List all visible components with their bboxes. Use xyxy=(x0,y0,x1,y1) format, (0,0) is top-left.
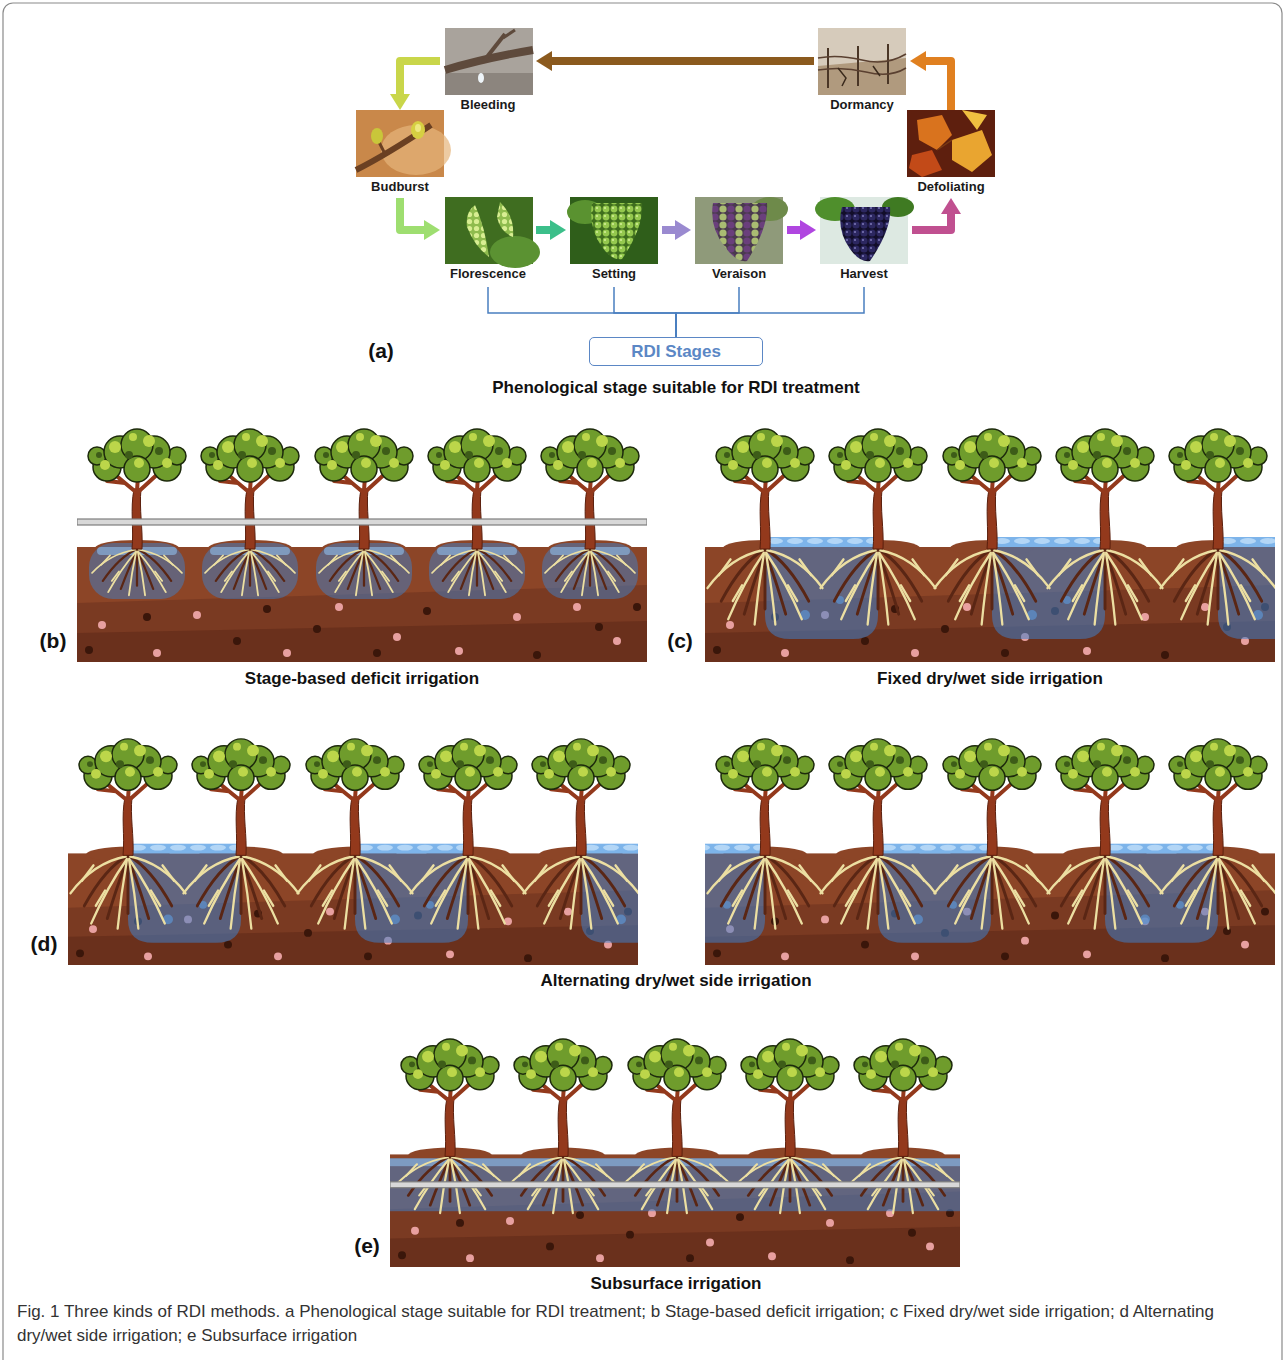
photo-area xyxy=(903,110,999,177)
connector-line xyxy=(912,212,951,230)
phenology-photo-tile: Veraison xyxy=(691,197,787,283)
connector-line xyxy=(924,61,951,110)
arrow-head xyxy=(675,220,691,240)
panel-title: Fixed dry/wet side irrigation xyxy=(877,669,1103,689)
phenology-photo-tile: Harvest xyxy=(816,197,912,283)
phenology-label: Harvest xyxy=(816,265,912,282)
bracket-line xyxy=(676,287,864,337)
connector-line xyxy=(400,198,426,230)
connector-line xyxy=(787,226,802,234)
phenology-photo-tile: Defoliating xyxy=(903,110,999,196)
phenology-label: Budburst xyxy=(352,178,448,195)
panel-title: Alternating dry/wet side irrigation xyxy=(540,971,811,991)
connector-line xyxy=(662,226,677,234)
photo-area xyxy=(352,110,448,177)
cycle-arrow xyxy=(390,61,440,110)
phenology-label: Defoliating xyxy=(903,178,999,195)
arrow-head xyxy=(550,220,566,240)
arrow-head xyxy=(390,94,410,110)
connector-line xyxy=(536,226,552,234)
cycle-arrow xyxy=(910,51,951,110)
photo-area xyxy=(566,197,662,264)
phenology-label: Setting xyxy=(566,265,662,282)
arrow-head xyxy=(424,220,440,240)
connector-line xyxy=(676,287,739,337)
cycle-arrow xyxy=(400,198,440,240)
photo-area xyxy=(814,28,910,95)
phenology-photo-tile: Setting xyxy=(566,197,662,283)
stage-box: RDI Stages xyxy=(589,337,763,366)
panel-title: Phenological stage suitable for RDI trea… xyxy=(492,378,859,398)
phenology-photo-tile: Florescence xyxy=(440,197,536,283)
panel-letter: (b) xyxy=(40,628,67,653)
photo-area xyxy=(440,197,536,264)
phenology-label: Dormancy xyxy=(814,96,910,113)
panel-letter: (e) xyxy=(354,1233,380,1258)
arrow-head xyxy=(910,51,926,71)
bracket-line xyxy=(488,287,676,337)
phenology-label: Veraison xyxy=(691,265,787,282)
phenology-label: Bleeding xyxy=(440,96,536,113)
panel-title: Stage-based deficit irrigation xyxy=(245,669,479,689)
phenology-label: Florescence xyxy=(440,265,536,282)
panel-title: Subsurface irrigation xyxy=(591,1274,762,1294)
connector-line xyxy=(614,287,676,337)
bracket-line xyxy=(614,287,676,337)
cycle-arrow xyxy=(536,51,814,71)
arrow-head xyxy=(536,51,552,71)
bracket-line xyxy=(676,287,739,337)
photo-area xyxy=(816,197,912,264)
phenology-photo-tile: Bleeding xyxy=(440,28,536,114)
connector-line xyxy=(400,61,440,96)
connector-line xyxy=(488,287,676,337)
photo-area xyxy=(691,197,787,264)
connector-line xyxy=(676,287,864,337)
cycle-arrow xyxy=(536,220,566,240)
connector-line xyxy=(550,57,814,65)
arrow-head xyxy=(941,198,961,214)
stage-label: RDI Stages xyxy=(631,342,721,362)
photo-area xyxy=(440,28,536,95)
panel-letter: (a) xyxy=(368,338,394,363)
cycle-arrow xyxy=(662,220,691,240)
figure-caption: Fig. 1 Three kinds of RDI methods. a Phe… xyxy=(17,1300,1272,1348)
cycle-arrow xyxy=(912,198,961,230)
phenology-photo-tile: Budburst xyxy=(352,110,448,196)
arrow-head xyxy=(800,220,816,240)
cycle-arrow xyxy=(787,220,816,240)
panel-letter: (c) xyxy=(667,628,693,653)
panel-letter: (d) xyxy=(31,931,58,956)
phenology-photo-tile: Dormancy xyxy=(814,28,910,114)
